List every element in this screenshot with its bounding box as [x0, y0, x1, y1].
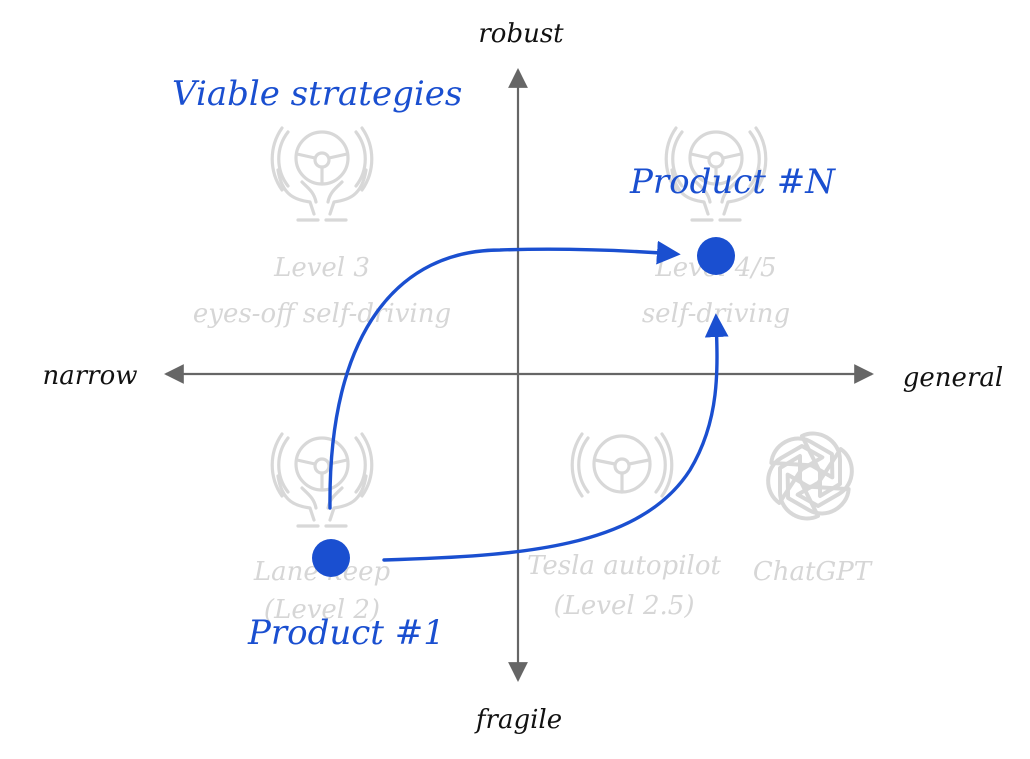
item-tesla-line1: Tesla autopilot [527, 551, 721, 581]
steering-hands-icon [270, 432, 374, 528]
axis-label-bottom: fragile [474, 705, 562, 735]
product-1-label: Product #1 [247, 613, 445, 653]
axis-label-left: narrow [42, 361, 137, 391]
axis-label-top: robust [478, 19, 564, 49]
viable-strategies-heading: Viable strategies [172, 74, 462, 114]
item-level3-line2: eyes-off self-driving [193, 299, 451, 329]
item-tesla: Tesla autopilot (Level 2.5) [527, 432, 721, 621]
item-level3-line1: Level 3 [273, 253, 370, 283]
path-upper-arrow [328, 240, 681, 510]
axes [164, 68, 874, 682]
item-tesla-line2: (Level 2.5) [554, 591, 695, 621]
steering-hands-icon [270, 126, 374, 222]
product-n-dot [697, 237, 735, 275]
product-n-label: Product #N [629, 162, 836, 202]
path-lower-arrow [382, 313, 729, 562]
item-chatgpt: ChatGPT [753, 431, 873, 587]
item-level45: Level 4/5 self-driving [642, 126, 790, 329]
item-chatgpt-label: ChatGPT [753, 557, 873, 587]
steering-wheel-icon [570, 432, 674, 498]
item-level3: Level 3 eyes-off self-driving [193, 126, 451, 329]
product-1-dot [312, 539, 350, 577]
chatgpt-logo-icon [766, 431, 854, 521]
item-lane-keep-line2: (Level 2) [264, 595, 380, 625]
axis-label-right: general [903, 363, 1003, 393]
item-lane-keep: Lane keep (Level 2) [253, 432, 391, 625]
